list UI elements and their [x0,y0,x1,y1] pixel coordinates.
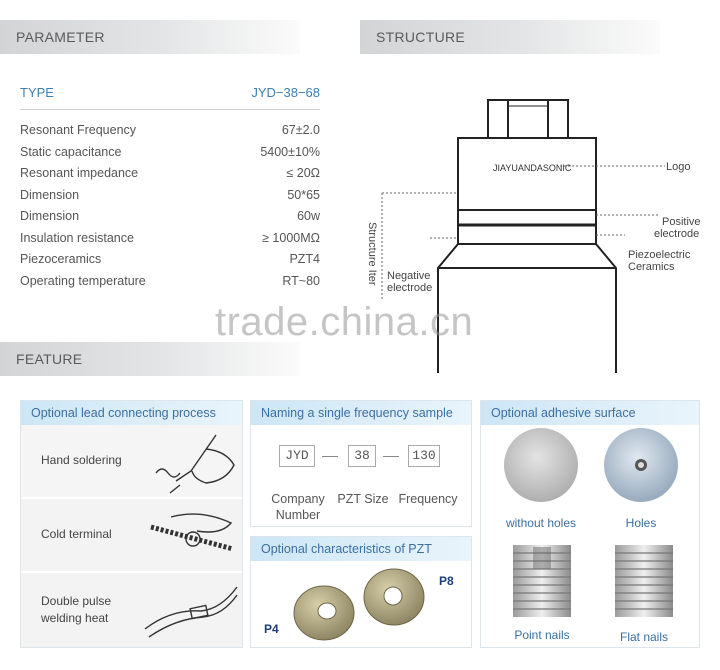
parameter-heading: PARAMETER [0,20,300,54]
param-value: 60w [297,209,320,223]
flat-nail [615,545,673,617]
param-row: Resonant Frequency 67±2.0 [20,120,320,142]
param-label: Operating temperature [20,273,146,288]
param-value: PZT4 [289,252,320,266]
hand-soldering-illustration [155,434,235,494]
cold-terminal-label: Cold terminal [41,527,112,541]
p8-label: P8 [439,574,454,588]
cold-terminal-illustration [150,513,234,552]
piezo-callout-1: Piezoelectric [628,249,691,261]
double-pulse-item: Double pulse welding heat [21,573,242,647]
structure-heading: STRUCTURE [360,20,660,54]
pzt-size-label: PZT Size [337,492,389,506]
hand-soldering-item: Hand soldering [21,425,242,497]
param-row: Operating temperature RT~80 [20,271,320,293]
param-value: 5400±10% [260,144,320,159]
structure-side-label: Structure Iter [366,222,378,286]
hand-soldering-label: Hand soldering [41,453,122,467]
param-label: Piezoceramics [20,252,102,266]
adhesive-title: Optional adhesive surface [481,401,699,425]
param-label: Dimension [20,187,80,202]
back-mass [457,137,597,211]
watermark: trade.china.cn [215,300,474,344]
param-label: Resonant Frequency [20,123,137,137]
point-nail [513,545,571,617]
holes-label: Holes [626,516,657,530]
param-value: ≤ 20Ω [286,166,320,180]
lead-process-title: Optional lead connecting process [21,401,242,425]
flat-nails-label: Flat nails [620,630,668,644]
param-label: Dimension [20,209,80,223]
transducer-structure-diagram: JIAYUANDASONIC Logo Positive electrode P… [366,99,701,373]
naming-panel: Naming a single frequency sample [250,400,472,527]
positive-electrode-callout-1: Positive [662,216,701,228]
param-label: Insulation resistance [20,230,134,245]
type-row: TYPE JYD−38−68 [20,76,320,110]
param-row: Static capacitance 5400±10% [20,142,320,164]
param-value: RT~80 [282,273,320,288]
negative-electrode-callout-1: Negative [387,270,430,282]
naming-title: Naming a single frequency sample [251,401,471,425]
type-label: TYPE [20,85,54,100]
param-row: Dimension 50*65 [20,185,320,207]
param-value: 50*65 [287,187,320,202]
cold-terminal-item: Cold terminal [21,499,242,571]
ceramic-stack [457,209,597,245]
pzt-size-box: 38 [348,445,376,467]
type-value: JYD−38−68 [251,85,320,100]
parameter-table: TYPE JYD−38−68 Resonant Frequency 67±2.0… [20,76,320,292]
param-label: Static capacitance [20,144,122,159]
without-holes-label: without holes [505,516,576,530]
welding-illustration [144,586,238,638]
param-row: Dimension 60w [20,206,320,228]
adhesive-panel: Optional adhesive surface [480,400,700,648]
lead-process-panel: Optional lead connecting process Hand so… [20,400,243,648]
adhesive-illustrations: without holes Holes Point nails Flat nai… [504,428,678,644]
double-pulse-label-2: welding heat [41,611,109,625]
param-row: Insulation resistance ≥ 1000MΩ [20,228,320,250]
piezo-callout-2: Ceramics [628,261,675,273]
disc-without-holes [504,428,578,502]
param-label: Resonant impedance [20,166,139,180]
param-row: Resonant impedance ≤ 20Ω [20,163,320,185]
logo-callout: Logo [666,161,690,173]
frequency-box: 130 [408,445,440,467]
pzt-title: Optional characteristics of PZT [251,537,471,561]
frequency-label: Frequency [398,492,458,506]
negative-electrode-callout-2: electrode [387,282,432,294]
param-value: 67±2.0 [281,123,320,137]
positive-electrode-callout-2: electrode [654,228,699,240]
pzt-rings-illustration: P4 P8 [264,568,454,641]
param-row: Piezoceramics PZT4 [20,249,320,271]
feature-heading: FEATURE [0,342,300,376]
pzt-panel: Optional characteristics of PZT P4 P8 [250,536,472,648]
company-label: Company [271,492,325,506]
param-value: ≥ 1000MΩ [262,230,320,245]
brand-label: JIAYUANDASONIC [493,163,572,173]
naming-dash [322,456,338,457]
company-number-box: JYD [279,445,315,467]
double-pulse-label: Double pulse [41,594,112,608]
naming-dash [383,456,399,457]
number-label: Number [275,508,321,522]
p4-label: P4 [264,622,279,636]
point-nails-label: Point nails [514,628,569,642]
